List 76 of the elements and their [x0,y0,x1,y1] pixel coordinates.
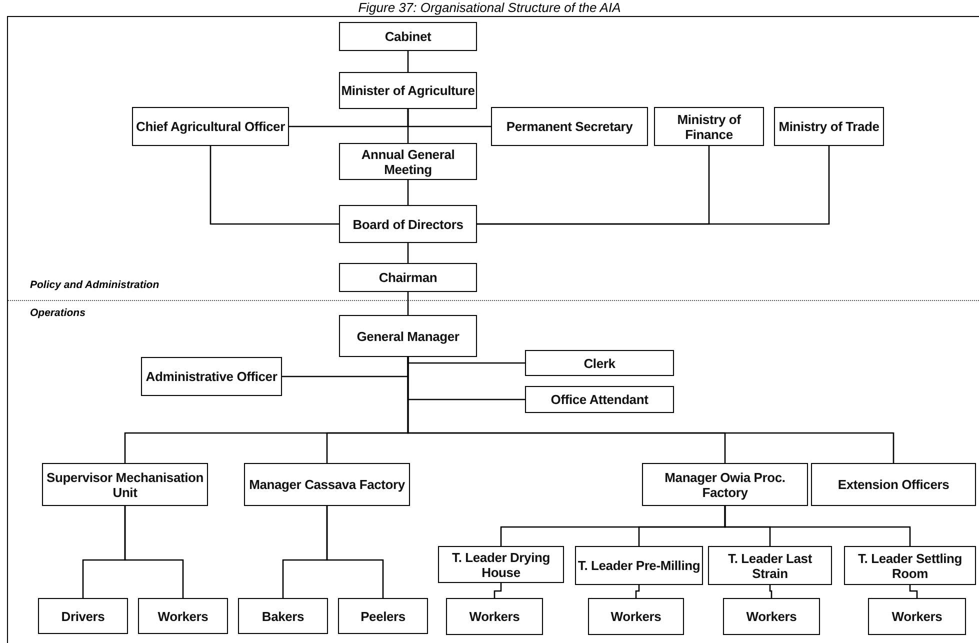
connector-line [124,506,184,598]
role-label: Cabinet [384,29,432,44]
role-label: Minister of Agriculture [341,83,475,98]
org-box [774,107,884,146]
connector-line [909,585,918,598]
role-label: Extension Officers [838,477,950,492]
org-box [339,143,477,180]
role-label: Manager Cassava Factory [249,477,405,492]
org-box [339,205,477,243]
connector-line [477,146,830,225]
org-box [339,315,477,357]
role-label: Administrative Officer [146,369,278,384]
role-label: Peelers [360,608,406,624]
org-box [811,463,976,506]
role-label: Annual General Meeting [360,146,456,176]
role-label: Workers [892,609,942,624]
section-label: Policy and Administration [30,279,160,291]
role-label: Clerk [584,356,616,370]
org-box [141,357,282,396]
org-box [338,598,428,634]
role-label: Ministry of Finance [676,112,742,142]
org-box [339,263,477,292]
role-label: Workers [158,608,208,624]
section-label: Operations [30,307,86,319]
org-box [575,546,703,585]
role-label: Drivers [61,608,105,624]
role-label: Chairman [378,270,438,285]
role-label: T. Leader Last Strain [727,550,813,580]
connector-line [407,180,409,205]
org-box [654,107,764,146]
figure-title: Figure 37: Organisational Structure of the AIA [357,0,622,15]
org-box [438,546,564,583]
connector-line [210,146,339,225]
connector-line [407,243,409,263]
connector-line [494,583,502,598]
connector-line [326,506,384,598]
org-box [868,598,966,635]
role-label: Manager Owia Proc. Factory [664,470,786,500]
org-box [238,598,328,634]
org-box [339,22,477,51]
connector-line [407,109,409,143]
role-label: Workers [469,609,520,624]
connector-line [407,357,894,463]
role-label: Ministry of Trade [778,119,880,134]
org-box [132,107,289,146]
org-box [708,546,832,585]
connector-line [635,585,640,598]
role-label: General Manager [356,328,460,344]
role-label: Chief Agricultural Officer [136,119,285,134]
org-box [588,598,684,635]
role-label: T. Leader Drying House [451,550,551,580]
org-box [525,350,674,376]
org-box [723,598,820,635]
connector-line [769,585,772,598]
role-label: Workers [746,609,797,624]
role-label: Bakers [262,608,304,624]
org-box [244,463,410,506]
connector-line [724,506,911,546]
org-box [339,72,477,109]
role-label: Supervisor Mechanisation Unit [45,470,205,500]
org-box [491,107,648,146]
role-label: Permanent Secretary [506,119,633,134]
connector-line [407,51,409,72]
org-box [138,598,228,634]
connector-line [407,292,409,315]
role-label: T. Leader Pre-Milling [578,558,700,573]
role-label: Office Attendant [550,392,648,407]
role-label: Workers [610,609,662,624]
org-box [38,598,128,634]
org-box [642,463,808,506]
role-label: Board of Directors [352,216,464,232]
org-box [844,546,976,585]
org-box [42,463,208,506]
org-box [525,386,674,413]
org-box [446,598,543,635]
role-label: T. Leader Settling Room [856,550,964,580]
